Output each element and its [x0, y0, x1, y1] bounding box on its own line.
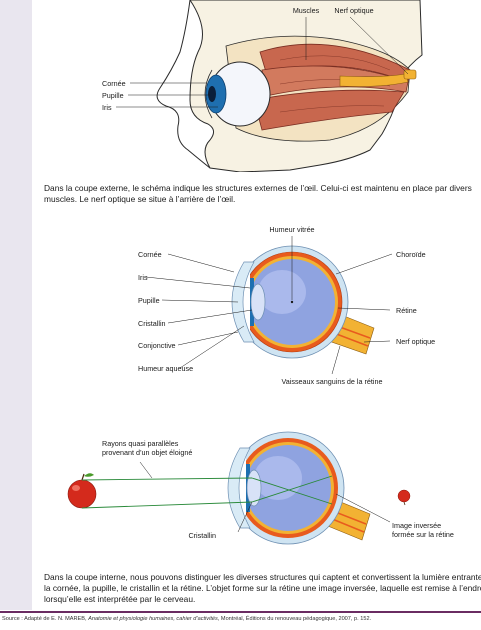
lens-shape [250, 283, 266, 321]
label-iris: Iris [138, 273, 148, 282]
paragraph-internal-section: Dans la coupe interne, nous pouvons dist… [44, 572, 481, 606]
vitreous-highlight [258, 270, 306, 314]
leader-vaisseaux [331, 345, 341, 375]
image-formation-diagram: Rayons quasi parallèles provenant d’un o… [67, 431, 454, 545]
light-ray [251, 477, 333, 505]
footer-rule [0, 611, 481, 613]
paragraph-line: lorsqu’elle est interprétée par le cerve… [44, 594, 196, 605]
label-cristallin: Cristallin [188, 531, 216, 540]
source-title: Anatomie et physiologie humaines, cahier… [88, 616, 218, 622]
cornea-arc [204, 69, 213, 119]
leader-nerf-optique [363, 340, 391, 343]
leader-cornee [167, 253, 235, 273]
label-humeur-aqueuse: Humeur aqueuse [138, 364, 193, 373]
paragraph-line: Dans la coupe interne, nous pouvons dist… [44, 572, 481, 582]
paragraph-line: muscles. Le nerf optique se situe à l’ar… [44, 194, 236, 205]
light-ray [81, 501, 253, 509]
internal-eye-diagram: Humeur vitrée Cornée Choroïde Iris Pupil… [138, 225, 435, 386]
label-rayons-line1: Rayons quasi parallèles [102, 439, 179, 448]
label-cornee: Cornée [138, 250, 162, 259]
leader-humeur-aqueuse [179, 325, 245, 369]
leader-cristallin [237, 501, 253, 533]
apple-leaf [84, 473, 94, 477]
apple-stem [81, 473, 85, 481]
pupil-shape [208, 86, 216, 102]
source-prefix: Source : Adapté de E. N. MAREB, [2, 616, 89, 622]
label-rayons-line2: provenant d’un objet éloigné [102, 448, 192, 457]
label-pupille: Pupille [138, 296, 160, 305]
label-image-line1: Image inversée [392, 521, 441, 530]
external-eye-diagram: Muscles Nerf optique Cornée Pupille Iris [102, 0, 423, 172]
paragraph-external-section: Dans la coupe externe, le schéma indique… [44, 183, 480, 205]
middle-muscle [261, 65, 409, 97]
face-profile [156, 0, 211, 169]
leader-choroide [335, 253, 393, 275]
lower-muscle [253, 89, 405, 131]
label-muscles: Muscles [293, 6, 320, 15]
leader-retine [337, 307, 391, 311]
label-image-line2: formée sur la rétine [392, 530, 454, 539]
apple-highlight [72, 485, 80, 491]
leader-image [335, 493, 391, 523]
label-humeur-vitree: Humeur vitrée [269, 225, 314, 234]
vitreous-highlight [254, 456, 302, 500]
light-ray [81, 477, 253, 481]
paragraph-line: Dans la coupe externe, le schéma indique… [44, 183, 472, 193]
optic-nerve [339, 73, 409, 87]
inverted-image-stem [403, 501, 406, 506]
left-margin-band [0, 0, 32, 610]
label-cornee: Cornée [102, 79, 126, 88]
leader-pupille [161, 299, 239, 303]
source-citation: Source : Adapté de E. N. MAREB, Anatomie… [2, 615, 480, 623]
source-suffix: , Montréal, Éditions du renouveau pédago… [217, 616, 372, 622]
leader-nerf [349, 16, 409, 75]
leader-cristallin [167, 309, 253, 324]
leader-conjonctive [177, 331, 239, 346]
label-nerf-optique: Nerf optique [396, 337, 435, 346]
label-choroide: Choroïde [396, 250, 426, 259]
leader-rayons [139, 461, 153, 479]
label-cristallin: Cristallin [138, 319, 166, 328]
label-iris: Iris [102, 103, 112, 112]
label-conjonctive: Conjonctive [138, 341, 176, 350]
light-ray [251, 475, 333, 503]
label-retine: Rétine [396, 306, 417, 315]
inverted-image-icon [397, 489, 411, 503]
paragraph-line: la cornée, la pupille, le cristallin et … [44, 583, 481, 594]
label-nerf-optique: Nerf optique [334, 6, 373, 15]
label-vaisseaux: Vaisseaux sanguins de la rétine [282, 377, 383, 386]
lens-shape [246, 469, 262, 507]
label-pupille: Pupille [102, 91, 124, 100]
apple-icon [67, 479, 97, 509]
leader-iris [145, 276, 251, 289]
vitreous-centre-dot [290, 300, 294, 304]
optic-nerve-end [403, 69, 417, 80]
cornea-shape [227, 447, 251, 529]
cornea-shape [231, 261, 255, 343]
